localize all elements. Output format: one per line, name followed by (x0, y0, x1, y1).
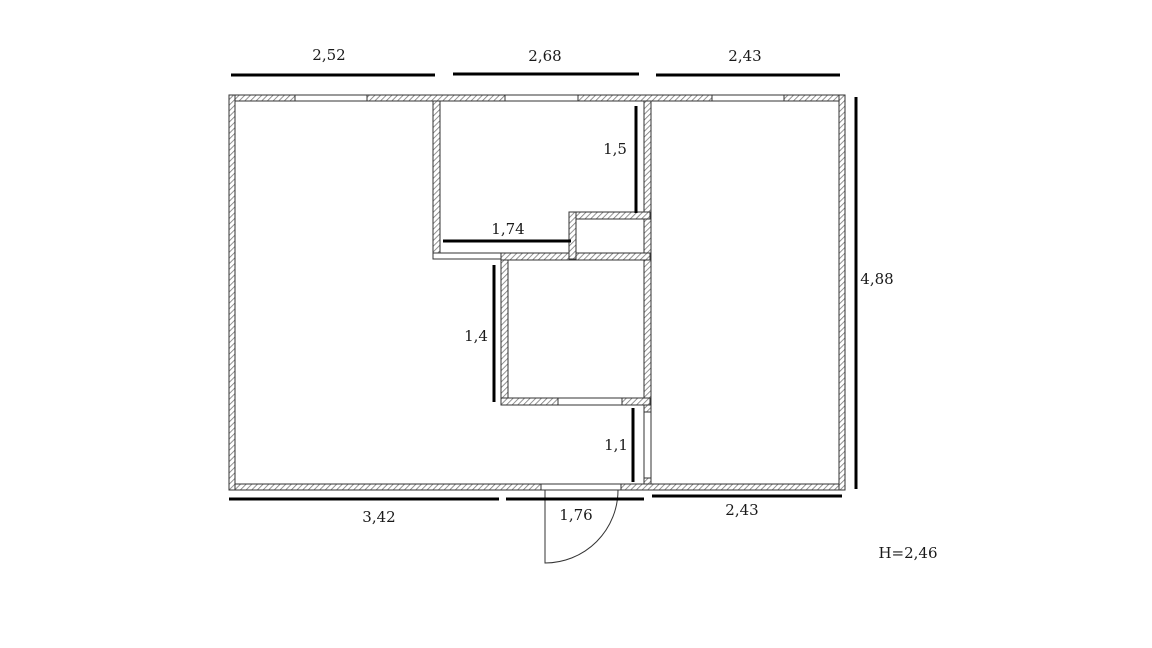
inner-room-door (557, 397, 623, 406)
dimension-upper-room: 1,5 (603, 140, 627, 158)
dimension-top-right: 2,43 (728, 47, 761, 65)
niche-top-wall (568, 211, 651, 220)
dimension-corridor: 1,74 (491, 220, 524, 238)
niche-left-wall (568, 211, 577, 260)
dimension-lines (229, 72, 858, 501)
window-right (711, 94, 785, 102)
dimension-bottom-right: 2,43 (725, 501, 758, 519)
inner-room-left-wall (500, 252, 509, 406)
window-left (294, 94, 368, 102)
dimension-bottom-door: 1,76 (559, 506, 592, 524)
dimension-passage: 1,1 (604, 436, 628, 454)
interior-walls (432, 100, 652, 485)
dimension-bottom-left: 3,42 (362, 508, 395, 526)
upper-room-door (432, 252, 502, 260)
dimension-right-height: 4,88 (860, 270, 893, 288)
right-room-doorway (643, 411, 652, 479)
ceiling-height-label: H=2,46 (878, 544, 937, 562)
dimension-labels: 2,52 2,68 2,43 3,42 1,76 2,43 4,88 1,74 … (312, 46, 937, 562)
outer-wall-left (228, 94, 236, 491)
outer-walls (228, 94, 846, 491)
central-partition (643, 100, 652, 485)
outer-wall-right (838, 94, 846, 491)
upper-room-left-wall (432, 100, 441, 260)
entrance-door-opening (540, 483, 622, 491)
windows (294, 94, 785, 102)
outer-wall-bottom (228, 483, 846, 491)
dimension-top-left: 2,52 (312, 46, 345, 64)
window-middle (504, 94, 579, 102)
dimension-top-middle: 2,68 (528, 47, 561, 65)
entrance-door-swing (544, 489, 619, 564)
dimension-inner-room: 1,4 (464, 327, 488, 345)
